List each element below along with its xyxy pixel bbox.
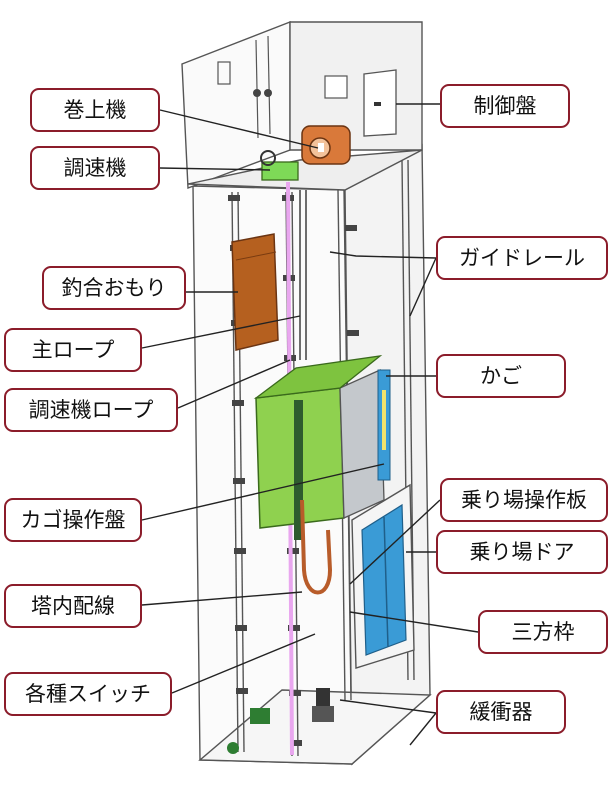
traction-machine-label: 巻上機 xyxy=(30,88,160,132)
buffer-graphic xyxy=(312,688,334,722)
governor-rope-label: 調速機ロープ xyxy=(4,388,178,432)
car-operating-panel-label: カゴ操作盤 xyxy=(4,498,142,542)
wiring-graphic xyxy=(300,499,333,595)
traction-machine-graphic xyxy=(301,125,351,165)
guide-rail-label: ガイドレール xyxy=(436,236,608,280)
counterweight-label: 釣合おもり xyxy=(42,266,186,310)
landing-door-label: 乗り場ドア xyxy=(436,530,608,574)
main-rope-graphic xyxy=(299,190,307,360)
main-rope-label: 主ロープ xyxy=(4,328,142,372)
control-panel-box xyxy=(324,69,397,137)
switches-label: 各種スイッチ xyxy=(4,672,172,716)
leader-lines xyxy=(141,103,479,746)
car-label: かご xyxy=(436,354,566,398)
car-graphic xyxy=(253,355,391,540)
three-sided-frame-label: 三方枠 xyxy=(478,610,608,654)
buffer-label: 緩衝器 xyxy=(436,690,566,734)
counterweight-graphic xyxy=(231,233,279,351)
hoistway-wiring-label: 塔内配線 xyxy=(4,584,142,628)
governor-graphic xyxy=(260,150,299,181)
control-panel-label: 制御盤 xyxy=(440,84,570,128)
hall-operating-panel-label: 乗り場操作板 xyxy=(440,478,608,522)
governor-label: 調速機 xyxy=(30,146,160,190)
switch-graphic xyxy=(227,708,270,754)
landing-door-graphic xyxy=(351,483,415,669)
